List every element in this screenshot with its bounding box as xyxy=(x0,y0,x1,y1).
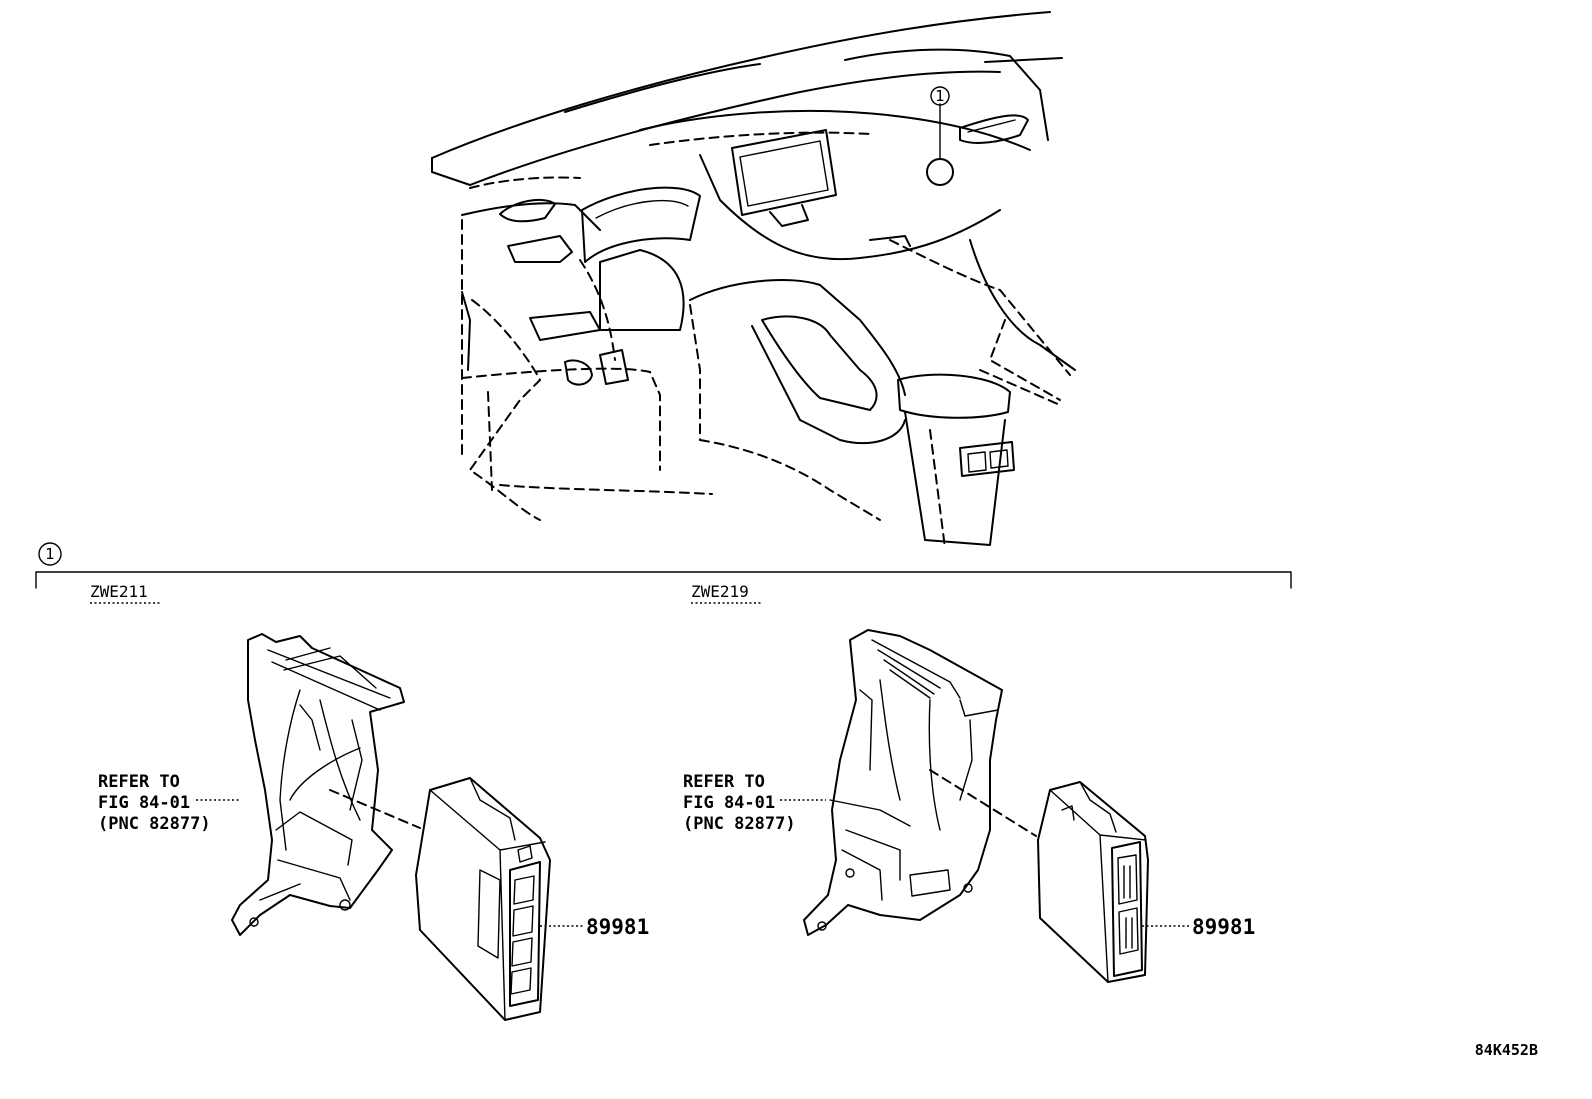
variant-zwe219: ZWE219 xyxy=(683,582,1255,983)
bracket-callout-number: 1 xyxy=(45,545,55,563)
mounting-bracket-drawing xyxy=(231,633,405,936)
part-number: 89981 xyxy=(1192,915,1255,939)
refer-line-1: REFER TO xyxy=(683,772,765,792)
figure-code: 84K452B xyxy=(1475,1041,1538,1059)
refer-line-1: REFER TO xyxy=(98,772,180,792)
callout-bracket: 1 xyxy=(35,542,1292,589)
variant-zwe211: ZWE211 xyxy=(90,582,649,1021)
mounting-bracket-drawing xyxy=(803,629,1003,936)
dashboard-callout-number: 1 xyxy=(935,87,945,105)
variant-code: ZWE211 xyxy=(90,582,148,601)
ecu-module-drawing xyxy=(1037,781,1149,983)
refer-line-3: (PNC 82877) xyxy=(683,814,796,834)
dashboard-illustration: 1 xyxy=(431,11,1076,549)
refer-line-2: FIG 84-01 xyxy=(98,793,190,813)
refer-line-3: (PNC 82877) xyxy=(98,814,211,834)
refer-line-2: FIG 84-01 xyxy=(683,793,775,813)
ecu-module-drawing xyxy=(415,777,551,1021)
part-number: 89981 xyxy=(586,915,649,939)
variant-code: ZWE219 xyxy=(691,582,749,601)
